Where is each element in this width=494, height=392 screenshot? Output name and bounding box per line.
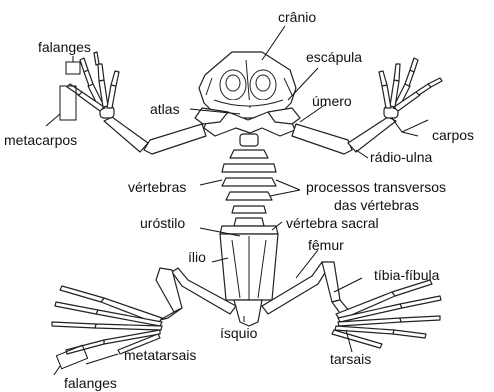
label-escapula: escápula [306, 49, 362, 65]
label-vertebras: vértebras [128, 179, 186, 195]
label-vertebra-sacral: vértebra sacral [286, 215, 379, 231]
label-processos-line2: das vértebras [334, 197, 419, 213]
label-falanges-bottom: falanges [64, 375, 117, 391]
label-femur: fêmur [308, 237, 344, 253]
radio-ulna-left [104, 117, 148, 152]
label-atlas: atlas [150, 101, 180, 117]
label-processos-line1: processos transversos [306, 179, 446, 195]
label-metacarpos: metacarpos [4, 132, 77, 148]
label-umero: úmero [312, 93, 352, 109]
label-falanges-top: falanges [38, 39, 91, 55]
label-carpos: carpos [432, 127, 474, 143]
label-tarsais: tarsais [330, 351, 371, 367]
foot-left [52, 286, 162, 354]
hand-right [379, 58, 442, 118]
tibia-right [322, 262, 340, 302]
label-ilio: ílio [188, 249, 206, 265]
humerus-left [144, 124, 206, 154]
label-radio-ulna: rádio-ulna [370, 149, 432, 165]
skull [199, 52, 296, 118]
label-cranio: crânio [278, 9, 316, 25]
vertebral-column [220, 134, 278, 234]
label-metatarsais: metatarsais [124, 347, 196, 363]
label-urostilo: uróstilo [140, 215, 185, 231]
label-tibia-fibula: tíbia-fíbula [374, 267, 440, 283]
humerus-right [292, 124, 352, 154]
tarsal-left [160, 308, 182, 320]
radio-ulna-right [348, 117, 396, 152]
label-isquio: ísquio [220, 325, 258, 341]
